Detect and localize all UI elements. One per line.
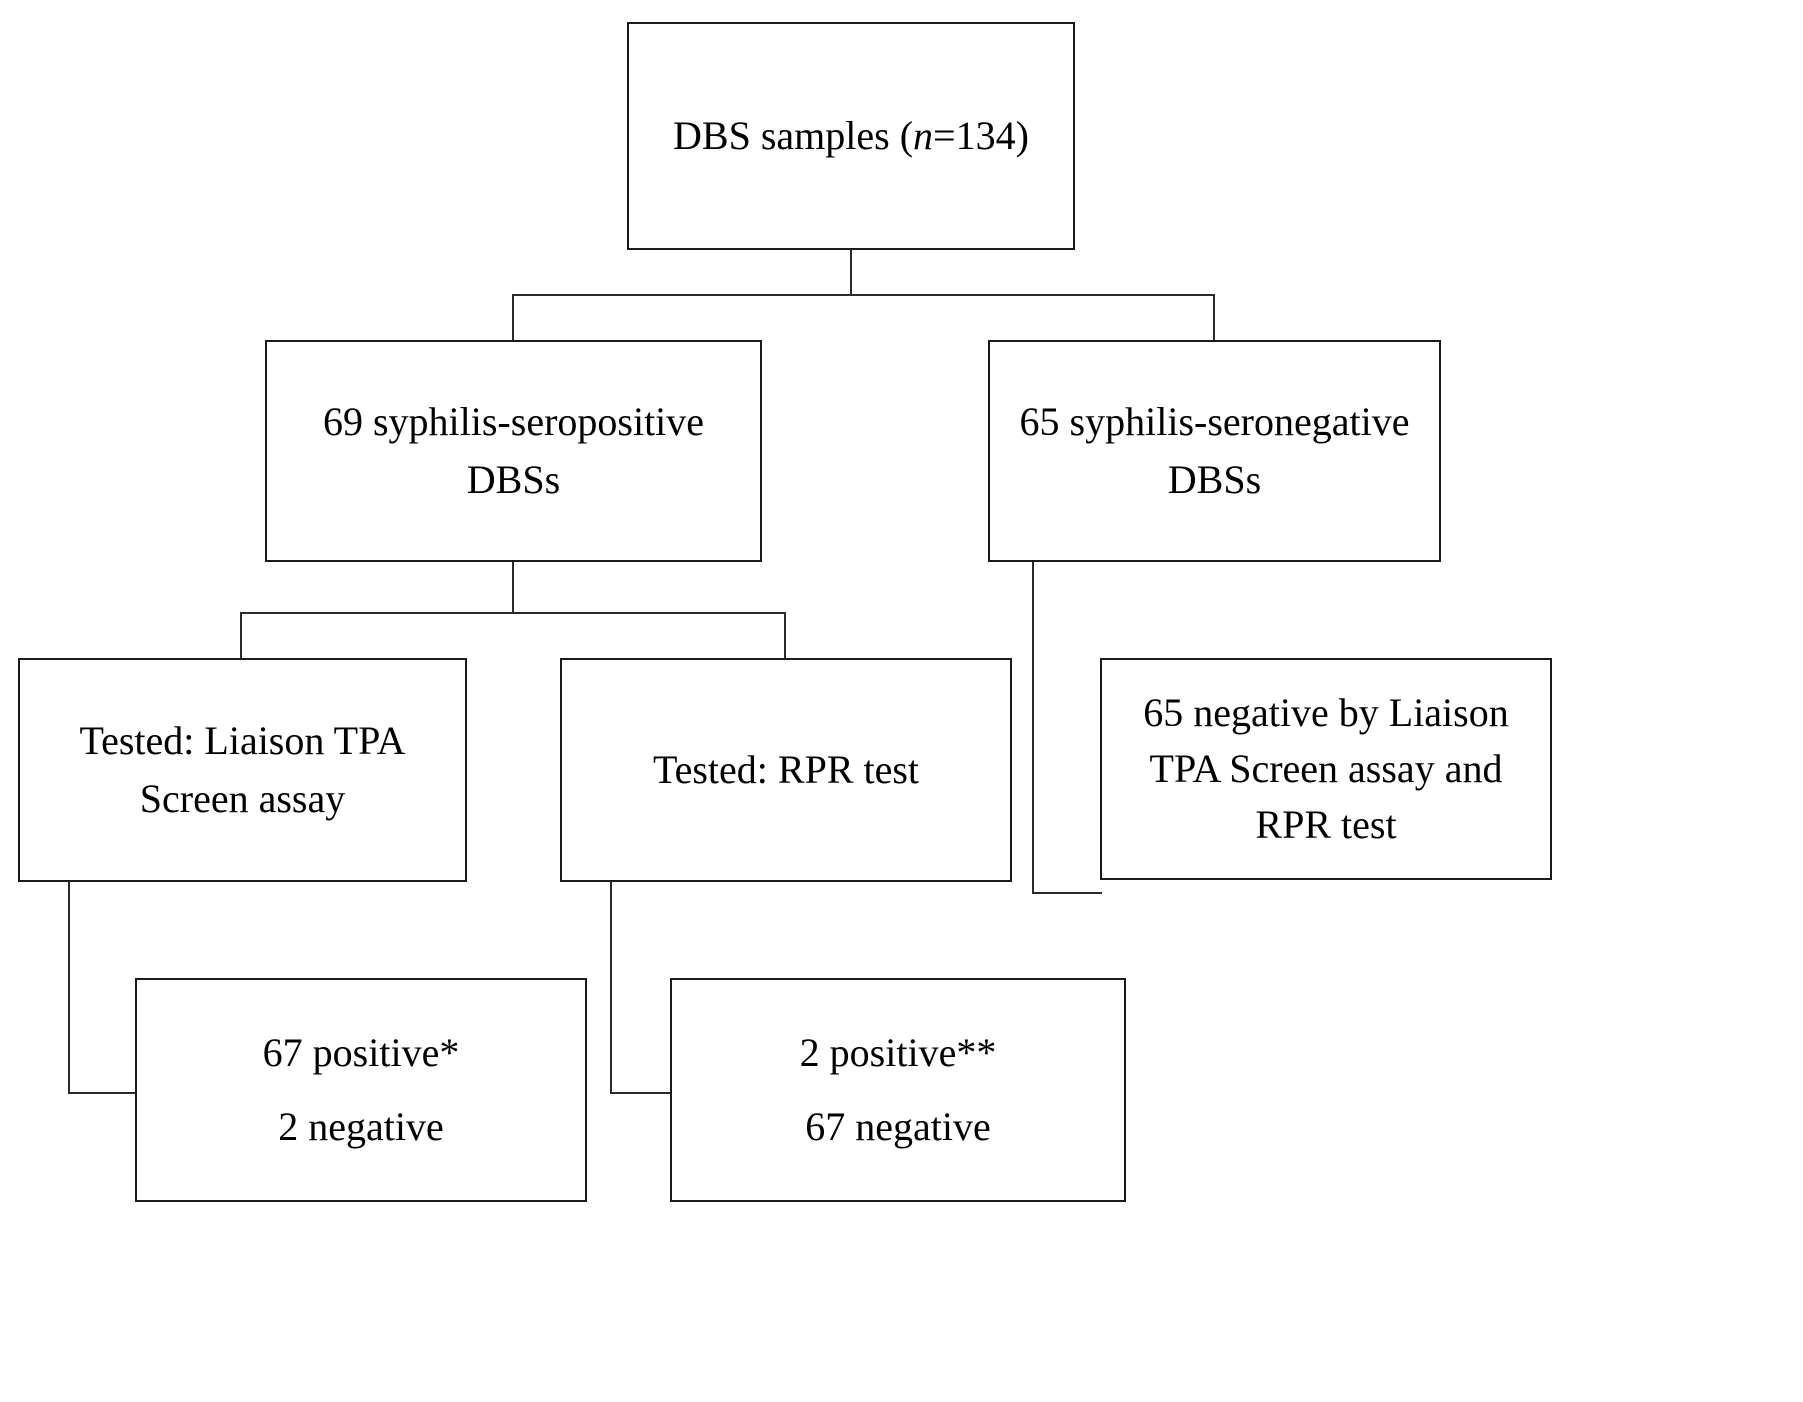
connector-rpr-to-result xyxy=(610,1092,672,1094)
node-negative-by-both-tests: 65 negative by Liaison TPA Screen assay … xyxy=(1100,658,1552,880)
connector-root-to-seropositive xyxy=(512,294,514,342)
node-dbs-samples-suffix: =134) xyxy=(933,113,1029,158)
connector-tpa-drop xyxy=(68,882,70,1094)
connector-seropositive-stem xyxy=(512,562,514,614)
node-dbs-samples-prefix: DBS samples ( xyxy=(673,113,914,158)
node-dbs-samples-label: DBS samples (n=134) xyxy=(659,107,1043,165)
node-tpa-results-label: 67 positive* 2 negative xyxy=(262,1030,460,1149)
connector-root-split xyxy=(512,294,1215,296)
node-dbs-samples-n: n xyxy=(913,113,934,158)
node-dbs-samples: DBS samples (n=134) xyxy=(627,22,1075,250)
connector-seropositive-to-rpr xyxy=(784,612,786,660)
node-tested-rpr-label: Tested: RPR test xyxy=(652,747,920,792)
node-syphilis-seropositive-label: 69 syphilis-seropositive DBSs xyxy=(322,399,705,502)
connector-seronegative-drop xyxy=(1032,562,1034,894)
connector-root-stem xyxy=(850,250,852,296)
node-negative-by-both-tests-label: 65 negative by Liaison TPA Screen assay … xyxy=(1143,690,1509,847)
node-tested-rpr: Tested: RPR test xyxy=(560,658,1012,882)
node-tested-liaison-tpa: Tested: Liaison TPA Screen assay xyxy=(18,658,467,882)
node-rpr-results: 2 positive** 67 negative xyxy=(670,978,1126,1202)
connector-tpa-to-result xyxy=(68,1092,138,1094)
node-syphilis-seronegative: 65 syphilis-seronegative DBSs xyxy=(988,340,1441,562)
connector-seropositive-split xyxy=(240,612,786,614)
node-tpa-results: 67 positive* 2 negative xyxy=(135,978,587,1202)
connector-rpr-drop xyxy=(610,882,612,1094)
node-tested-liaison-tpa-label: Tested: Liaison TPA Screen assay xyxy=(79,718,406,821)
node-syphilis-seropositive: 69 syphilis-seropositive DBSs xyxy=(265,340,762,562)
connector-seronegative-to-negboth xyxy=(1032,892,1102,894)
connector-seropositive-to-tpa xyxy=(240,612,242,660)
node-syphilis-seronegative-label: 65 syphilis-seronegative DBSs xyxy=(1019,399,1410,502)
connector-root-to-seronegative xyxy=(1213,294,1215,342)
node-rpr-results-label: 2 positive** 67 negative xyxy=(799,1030,997,1149)
